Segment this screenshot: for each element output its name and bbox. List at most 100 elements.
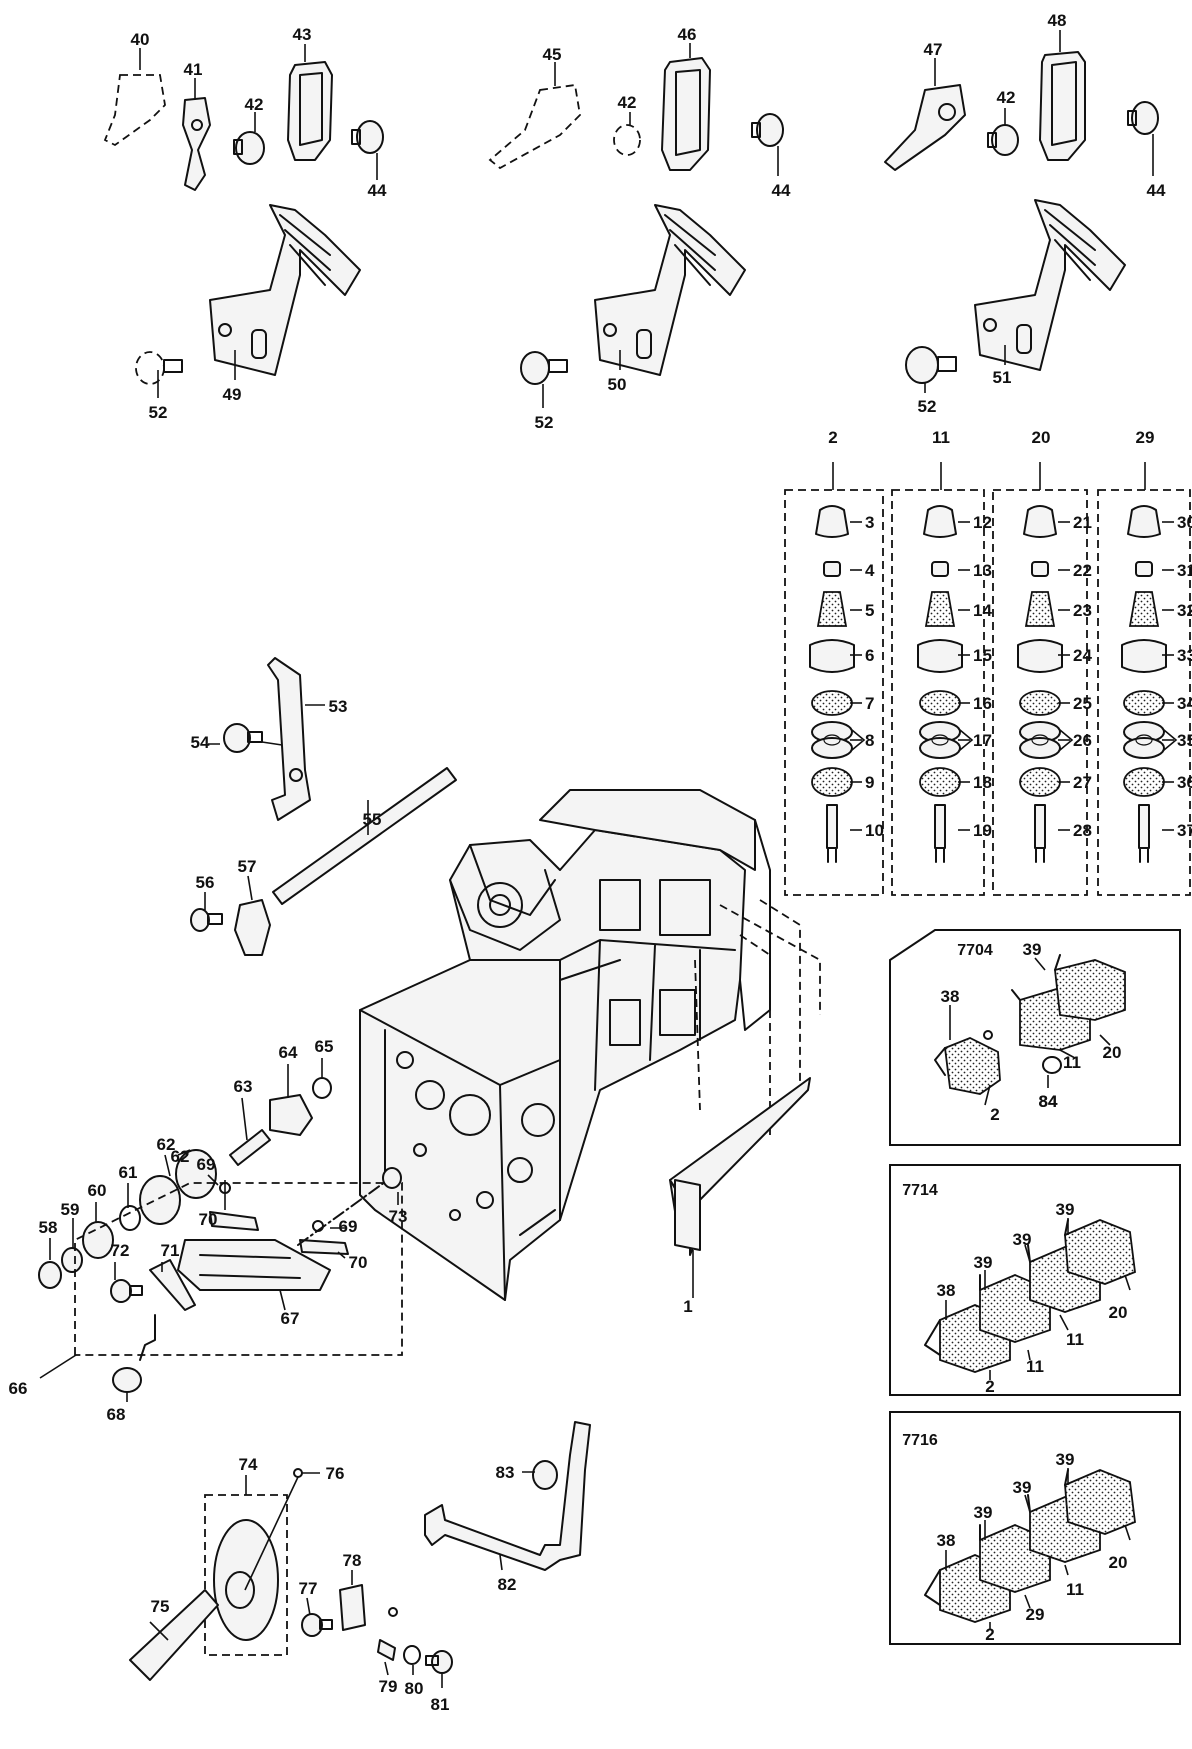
- part-label-52: 52: [149, 403, 168, 422]
- part-83-screw: [532, 1460, 558, 1490]
- part-label-72: 72: [111, 1241, 130, 1260]
- assembly-label-2: 2: [828, 428, 837, 447]
- part-label-69: 69: [339, 1217, 358, 1236]
- part-label-84: 84: [1039, 1092, 1058, 1111]
- part-44-screw-3: [1131, 101, 1159, 135]
- part-label-8: 8: [865, 731, 874, 750]
- part-label-41: 41: [184, 60, 203, 79]
- model-code-7716: 7716: [902, 1432, 938, 1449]
- model-box-7714: [889, 1164, 1181, 1396]
- part-label-21: 21: [1073, 513, 1092, 532]
- tension-cap: [815, 505, 849, 538]
- model-7716-label-29: 29: [1026, 1605, 1045, 1624]
- tension-disc: [1019, 690, 1061, 716]
- box-7716-bobbins: [924, 1469, 1136, 1623]
- part-label-58: 58: [39, 1218, 58, 1237]
- tension-felt: [919, 767, 961, 797]
- part-label-13: 13: [973, 561, 992, 580]
- part-68-screw: [112, 1367, 142, 1393]
- part-54-screw: [223, 723, 251, 753]
- model-7714-label-39: 39: [1056, 1200, 1075, 1219]
- part-label-65: 65: [315, 1037, 334, 1056]
- tension-disc-lower: [919, 737, 961, 759]
- part-45-plate: [488, 83, 581, 170]
- model-7704-label-38: 38: [941, 987, 960, 1006]
- part-label-34: 34: [1177, 694, 1192, 713]
- tension-nut: [931, 561, 949, 577]
- part-label-1: 1: [683, 1297, 692, 1316]
- part-label-51: 51: [993, 368, 1012, 387]
- part-label-59: 59: [61, 1200, 80, 1219]
- part-label-75: 75: [151, 1597, 170, 1616]
- model-7704-label-39: 39: [1023, 940, 1042, 959]
- part-label-66: 66: [9, 1379, 28, 1398]
- main-frame-casting: [359, 789, 771, 1301]
- part-65-washer: [312, 1077, 332, 1099]
- part-57-collar: [234, 899, 271, 956]
- part-label-7: 7: [865, 694, 874, 713]
- part-71-arm: [149, 1259, 196, 1311]
- model-7714-label-38: 38: [937, 1281, 956, 1300]
- part-label-54: 54: [191, 733, 210, 752]
- part-label-50: 50: [608, 375, 627, 394]
- part-53-bracket: [267, 657, 311, 821]
- part-label-63: 63: [234, 1077, 253, 1096]
- model-7716-label-11: 11: [1066, 1580, 1084, 1599]
- part-label-18: 18: [973, 773, 992, 792]
- part-label-67: 67: [281, 1309, 300, 1328]
- model-box-7704: [889, 929, 1181, 1146]
- part-label-17: 17: [973, 731, 992, 750]
- part-label-57: 57: [238, 857, 257, 876]
- model-7714-label-11: 11: [1066, 1330, 1084, 1349]
- part-42-screw: [235, 131, 265, 165]
- part-label-69: 69: [197, 1155, 216, 1174]
- part-49-lever: [209, 204, 361, 376]
- part-label-30: 30: [1177, 513, 1192, 532]
- part-52-screw-2: [520, 351, 550, 385]
- part-label-70: 70: [199, 1210, 218, 1229]
- part-76-pin: [293, 1468, 303, 1478]
- part-61-washer: [119, 1205, 141, 1231]
- model-7716-label-39: 39: [1013, 1478, 1032, 1497]
- model-7716-label-39: 39: [974, 1503, 993, 1522]
- tension-nut: [1031, 561, 1049, 577]
- part-80-washer: [403, 1645, 421, 1665]
- part-label-48: 48: [1048, 11, 1067, 30]
- part-58-nut: [38, 1261, 62, 1289]
- part-label-24: 24: [1073, 646, 1092, 665]
- part-label-61: 61: [119, 1163, 138, 1182]
- part-label-19: 19: [973, 821, 992, 840]
- tension-drum: [917, 639, 963, 673]
- part-label-32: 32: [1177, 601, 1192, 620]
- model-7714-label-11: 11: [1026, 1357, 1044, 1376]
- part-44-screw: [356, 120, 384, 154]
- part-label-79: 79: [379, 1677, 398, 1696]
- tension-stud: [826, 804, 838, 849]
- part-label-55: 55: [363, 810, 382, 829]
- tension-spring: [924, 591, 956, 627]
- part-62-disc-a: [139, 1175, 181, 1225]
- part-82-link: [424, 1421, 591, 1571]
- model-7716-label-2: 2: [985, 1625, 994, 1644]
- part-label-14: 14: [973, 601, 992, 620]
- part-label-35: 35: [1177, 731, 1192, 750]
- tension-felt: [1123, 767, 1165, 797]
- part-label-27: 27: [1073, 773, 1092, 792]
- tension-assembly-29-box: [1097, 489, 1191, 896]
- tension-disc-lower: [1019, 737, 1061, 759]
- tension-disc: [811, 690, 853, 716]
- tension-nut: [823, 561, 841, 577]
- part-label-76: 76: [326, 1464, 345, 1483]
- part-50-lever: [594, 204, 746, 376]
- part-56-screw: [190, 908, 210, 932]
- part-62-disc-b: [175, 1149, 217, 1199]
- part-label-68: 68: [107, 1405, 126, 1424]
- part-81-screw: [431, 1650, 453, 1674]
- box-7714-bobbins: [924, 1219, 1136, 1373]
- part-63-stud: [229, 1129, 271, 1166]
- part-label-53: 53: [329, 697, 348, 716]
- model-7714-label-20: 20: [1109, 1303, 1128, 1322]
